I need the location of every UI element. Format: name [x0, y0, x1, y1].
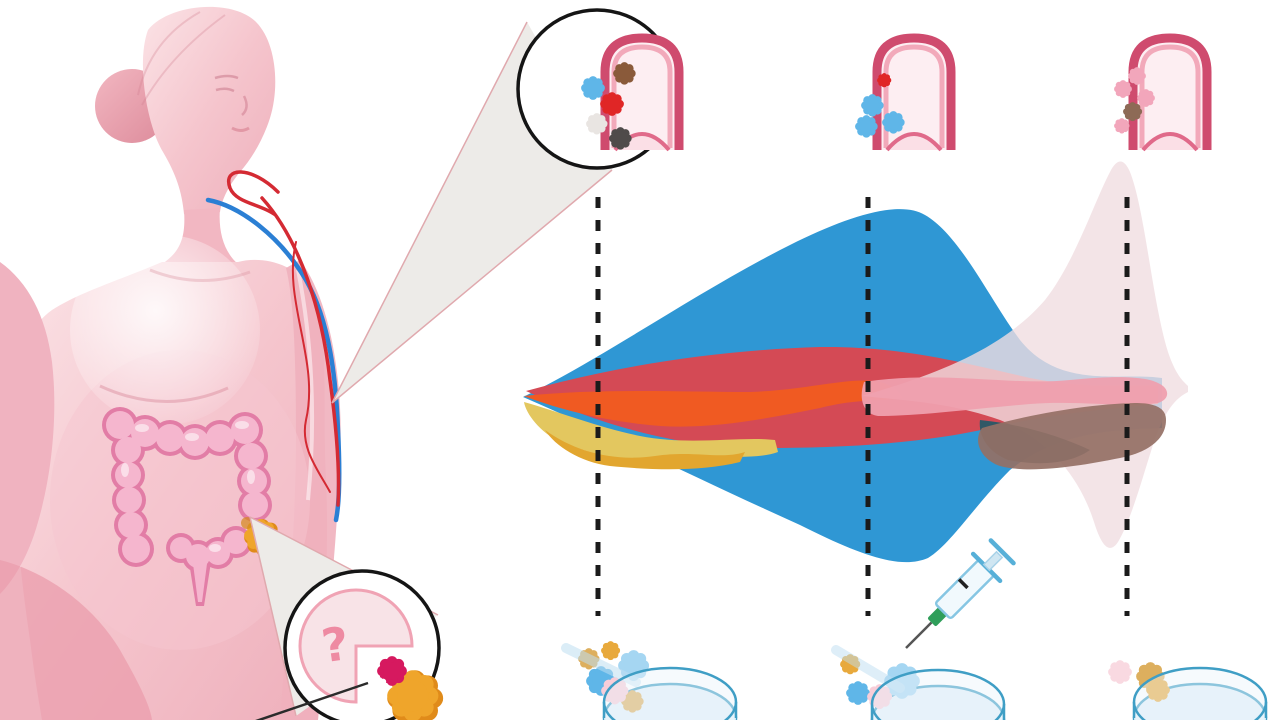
artery-line	[260, 196, 341, 507]
stream-salmon	[861, 377, 1168, 416]
nose-line	[241, 95, 248, 116]
cell-white	[586, 113, 607, 134]
petri-dish-2	[831, 645, 1006, 720]
pointer-line	[255, 681, 369, 720]
syringe-plunger-rod	[982, 550, 1004, 572]
tumor-magnifier-circle: ?	[283, 569, 443, 720]
colon-highlights	[121, 421, 255, 552]
organoid-blue	[846, 681, 870, 705]
eye-line	[215, 87, 235, 93]
stream-yellow	[524, 402, 778, 463]
cell-gray	[609, 127, 632, 150]
cell-pink	[1114, 80, 1132, 98]
vessel-magnifier-circle	[516, 8, 679, 170]
hair-strand	[141, 14, 226, 106]
streamgraph	[523, 161, 1188, 563]
cell-blue	[581, 76, 605, 100]
stream-orange	[524, 380, 902, 427]
magnifier-cone-vessel-edge	[331, 21, 613, 404]
cell-blue	[882, 111, 905, 134]
cell-blue	[861, 94, 884, 117]
petri-dish-1	[561, 641, 738, 720]
breast-contour	[99, 384, 229, 403]
head	[142, 6, 276, 219]
vessel-sample-midpoint	[855, 38, 951, 150]
organoid-orange	[601, 641, 620, 660]
artery-branch	[291, 241, 331, 493]
petri-dish-3	[1108, 660, 1268, 720]
syringe	[905, 538, 1016, 649]
timeline-dashes	[595, 197, 1130, 616]
eyebrow-line	[214, 74, 239, 80]
cell-pink	[1114, 118, 1129, 133]
cell-red	[600, 92, 624, 116]
tumor-pie-outline	[298, 588, 414, 704]
cell-pink	[1137, 89, 1155, 107]
vessel-cross-section-2	[877, 38, 951, 150]
collarbone-line	[149, 268, 251, 283]
syringe-dose-mark	[957, 578, 969, 590]
arm-vessels	[205, 170, 342, 523]
cell-red	[877, 73, 891, 87]
organoid-pink	[1108, 660, 1132, 684]
cell-blue	[855, 115, 878, 138]
hair-strand	[137, 11, 201, 96]
cell-dusty-brown	[1123, 102, 1142, 121]
cell-pink	[1128, 67, 1146, 85]
chest-highlight	[70, 235, 260, 425]
lip-line	[231, 126, 250, 132]
artery-loop	[226, 170, 280, 216]
syringe-needle	[905, 621, 933, 649]
colon-illustration	[102, 407, 281, 606]
vessel-sample-late	[1114, 38, 1207, 150]
stream-brown	[978, 403, 1166, 470]
syringe-plunger-thumb	[988, 538, 1016, 566]
arm-contour	[296, 269, 315, 501]
colon-fill-bumps	[106, 411, 268, 602]
tumor-white-spot	[371, 677, 388, 694]
syringe-hub	[928, 607, 947, 626]
syringe-barrel	[936, 560, 994, 618]
right-arm	[0, 262, 55, 594]
hip-shading	[0, 560, 152, 720]
stream-mustard	[545, 430, 745, 470]
cell-brown	[613, 62, 636, 85]
